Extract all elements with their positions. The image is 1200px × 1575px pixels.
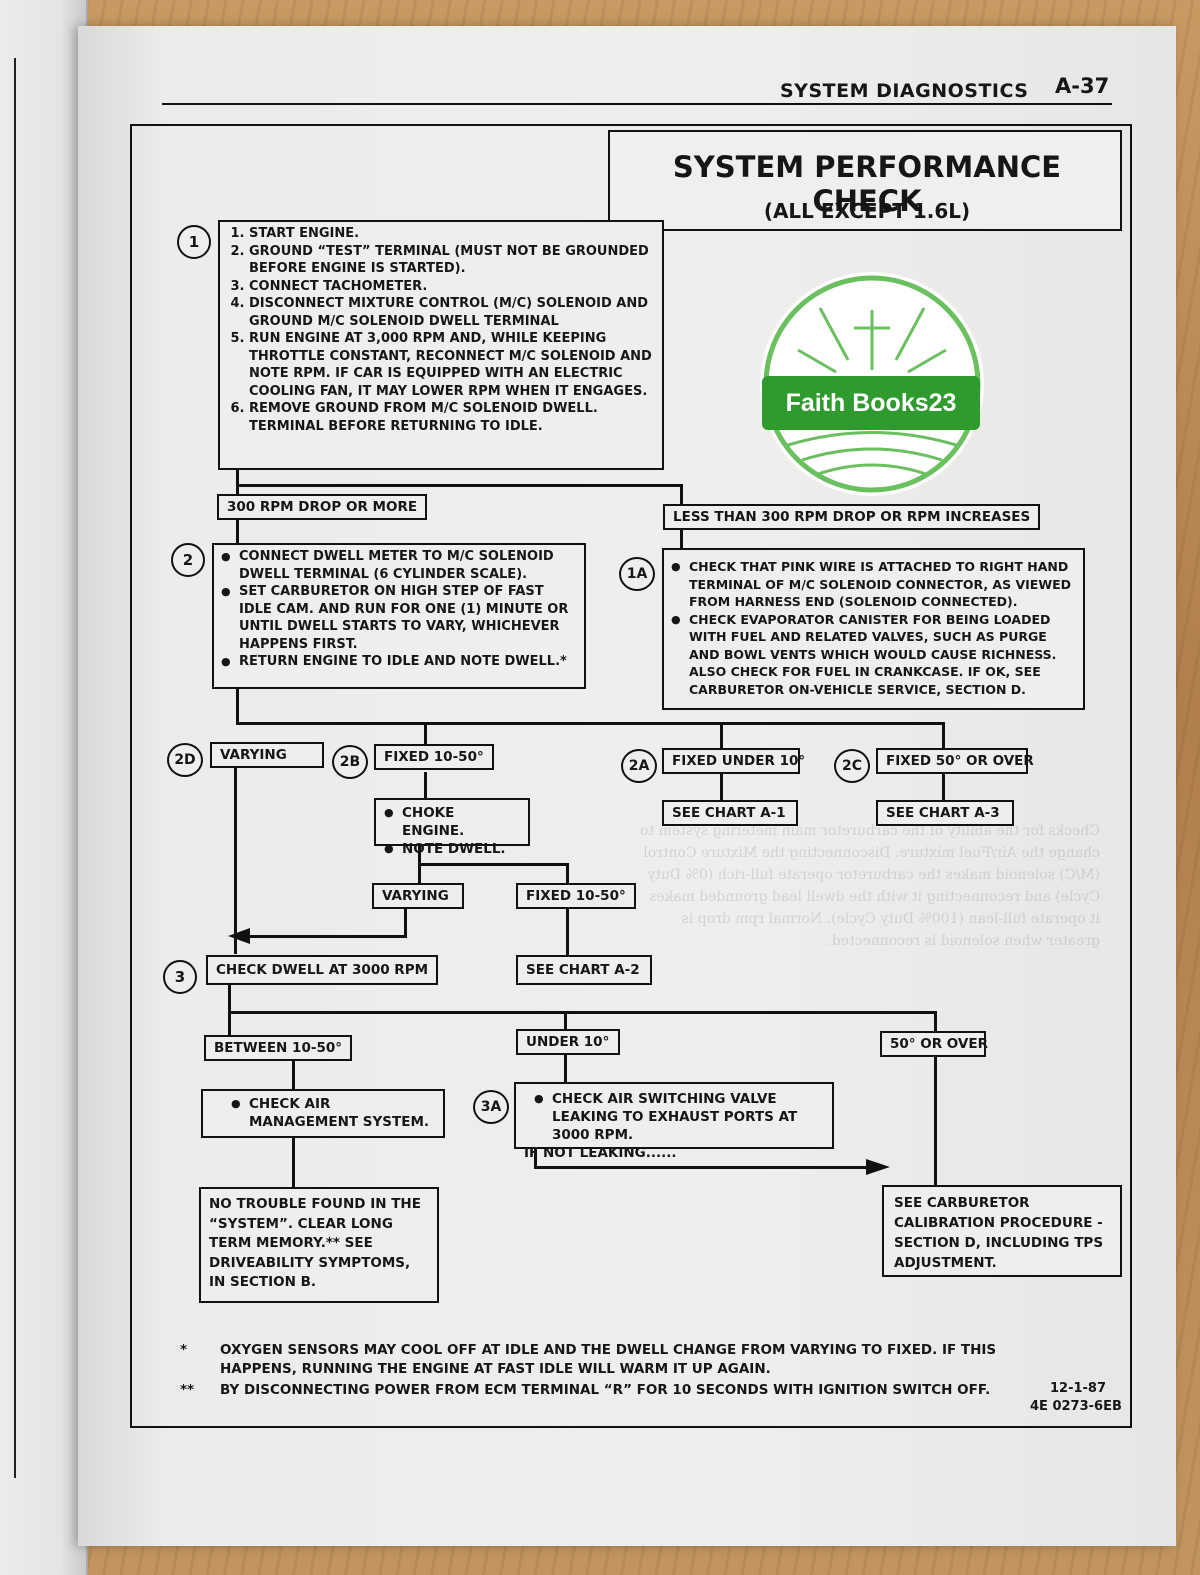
document-id: 4E 0273-6EB [1030, 1399, 1122, 1414]
connector-line [934, 1011, 937, 1031]
connector-line [566, 909, 569, 955]
choke-item: NOTE DWELL. [402, 840, 520, 858]
connector-line [942, 722, 945, 748]
step-2-item: SET CARBURETOR ON HIGH STEP OF FAST IDLE… [239, 583, 577, 653]
label-varying: VARYING [210, 742, 324, 768]
label-300-rpm-drop: 300 RPM DROP OR MORE [217, 494, 428, 520]
label-50-or-over: 50° OR OVER [880, 1031, 988, 1057]
step-3a-item: CHECK AIR SWITCHING VALVE LEAKING TO EXH… [552, 1090, 824, 1144]
chart-subtitle: (ALL EXCEPT 1.6L) [763, 199, 971, 223]
label-under-10: UNDER 10° [516, 1029, 620, 1055]
connector-line [424, 772, 427, 798]
connector-line [418, 863, 568, 866]
step-2d-marker: 2D [167, 743, 203, 777]
document-date: 12-1-87 [1050, 1381, 1107, 1396]
connector-line [292, 1059, 295, 1089]
step-1-item: CONNECT TACHOMETER. [249, 278, 655, 296]
connector-line [404, 909, 407, 937]
connector-line [720, 722, 723, 748]
connector-line [564, 1011, 567, 1029]
connector-line [234, 768, 237, 954]
carb-calibration-box: SEE CARBURETOR CALIBRATION PROCEDURE - S… [882, 1185, 1122, 1277]
step-1-item: START ENGINE. [249, 225, 655, 243]
connector-line [680, 528, 683, 548]
chart-title: SYSTEM PERFORMANCE CHECK [672, 150, 1062, 218]
label-between-10-50: BETWEEN 10-50° [204, 1035, 352, 1061]
header-rule [162, 103, 1112, 105]
arrow-shaft [248, 935, 407, 938]
label-see-chart-a2: SEE CHART A-2 [516, 955, 652, 985]
step-3a-note: IF NOT LEAKING...... [524, 1145, 677, 1161]
connector-line [292, 1136, 295, 1188]
footnote-1: * OXYGEN SENSORS MAY COOL OFF AT IDLE AND… [180, 1341, 1000, 1379]
step-2c-marker: 2C [834, 749, 870, 783]
arrow-head [228, 928, 250, 944]
step-2a-marker: 2A [621, 749, 657, 783]
label-fixed-50-or-over: FIXED 50° OR OVER [876, 748, 1034, 774]
choke-box: CHOKE ENGINE. NOTE DWELL. [374, 798, 530, 857]
arrow-shaft [534, 1166, 868, 1169]
step-2b-marker: 2B [332, 745, 368, 779]
footnote-text: BY DISCONNECTING POWER FROM ECM TERMINAL… [220, 1382, 991, 1398]
label-see-chart-a1: SEE CHART A-1 [662, 800, 798, 826]
label-fixed-under-10: FIXED UNDER 10° [662, 748, 805, 774]
footnote-text: OXYGEN SENSORS MAY COOL OFF AT IDLE AND … [220, 1342, 997, 1377]
label-less-than-300: LESS THAN 300 RPM DROP OR RPM INCREASES [663, 504, 1041, 530]
label-see-chart-a3: SEE CHART A-3 [876, 800, 1014, 826]
page-number: A-37 [1055, 74, 1110, 98]
connector-line [934, 1055, 937, 1187]
connector-line [534, 1149, 537, 1169]
step-3-marker: 3 [163, 960, 197, 994]
step-1a-marker: 1A [619, 557, 655, 591]
step-1-marker: 1 [177, 225, 211, 259]
footnote-mark: ** [180, 1382, 195, 1398]
connector-line [424, 722, 427, 746]
step-3a-box: CHECK AIR SWITCHING VALVE LEAKING TO EXH… [514, 1082, 834, 1161]
label-choke-varying: VARYING [372, 883, 464, 909]
connector-line [564, 1053, 567, 1083]
title-box [608, 130, 1122, 231]
connector-line [680, 484, 683, 504]
connector-line [566, 863, 569, 883]
step-2-marker: 2 [171, 543, 205, 577]
no-trouble-box: NO TROUBLE FOUND IN THE “SYSTEM”. CLEAR … [199, 1187, 439, 1303]
connector-line [236, 484, 682, 487]
step-3-box: CHECK DWELL AT 3000 RPM [206, 955, 439, 985]
step-2-item: CONNECT DWELL METER TO M/C SOLENOID DWEL… [239, 548, 577, 583]
connector-line [236, 468, 239, 497]
footnote-2: ** BY DISCONNECTING POWER FROM ECM TERMIN… [180, 1381, 1000, 1400]
label-choke-fixed: FIXED 10-50° [516, 883, 636, 909]
step-1a-item: CHECK EVAPORATOR CANISTER FOR BEING LOAD… [689, 611, 1076, 699]
footnote-mark: * [180, 1342, 188, 1358]
air-management-box: CHECK AIR MANAGEMENT SYSTEM. [201, 1089, 445, 1138]
connector-line [228, 1011, 936, 1014]
step-2-box: CONNECT DWELL METER TO M/C SOLENOID DWEL… [212, 543, 586, 689]
document-code: 12-1-87 4E 0273-6EB [1030, 1380, 1122, 1416]
connector-line [942, 774, 945, 800]
arrow-head [866, 1159, 890, 1175]
section-header: SYSTEM DIAGNOSTICS [780, 80, 1029, 102]
choke-item: CHOKE ENGINE. [402, 804, 520, 840]
step-1-item: DISCONNECT MIXTURE CONTROL (M/C) SOLENOI… [249, 295, 655, 330]
step-1-item: GROUND “TEST” TERMINAL (MUST NOT BE GROU… [249, 243, 655, 278]
chart-frame [130, 124, 1132, 1428]
connector-line [720, 774, 723, 800]
left-page-edge [0, 0, 88, 1575]
step-1a-item: CHECK THAT PINK WIRE IS ATTACHED TO RIGH… [689, 558, 1076, 611]
label-fixed-10-50: FIXED 10-50° [374, 744, 494, 770]
step-3a-marker: 3A [473, 1090, 509, 1124]
step-2-item: RETURN ENGINE TO IDLE AND NOTE DWELL.* [239, 653, 577, 671]
step-1-box: START ENGINE. GROUND “TEST” TERMINAL (MU… [218, 220, 664, 470]
connector-line [236, 722, 944, 725]
watermark-badge: Faith Books23 [762, 376, 980, 430]
connector-line [236, 519, 239, 543]
air-management-item: CHECK AIR MANAGEMENT SYSTEM. [249, 1095, 433, 1131]
step-1a-box: CHECK THAT PINK WIRE IS ATTACHED TO RIGH… [662, 548, 1085, 710]
step-1-item: REMOVE GROUND FROM M/C SOLENOID DWELL. T… [249, 400, 655, 435]
step-1-item: RUN ENGINE AT 3,000 RPM AND, WHILE KEEPI… [249, 330, 655, 400]
connector-line [236, 687, 239, 724]
